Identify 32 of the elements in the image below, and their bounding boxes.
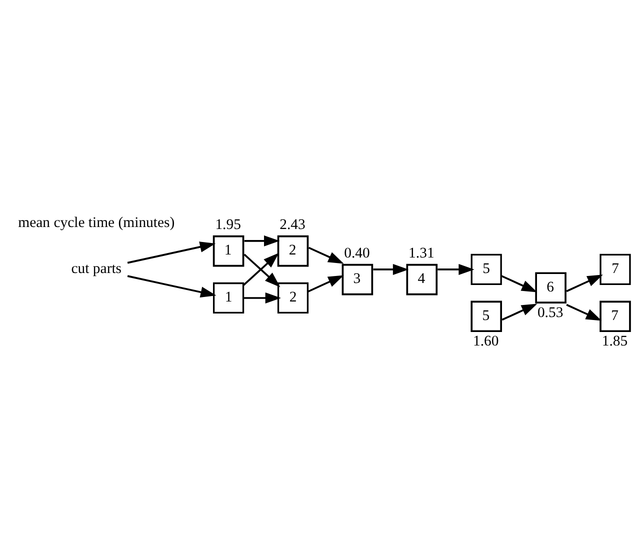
node-label: 1.31	[408, 244, 434, 261]
node-text: cut parts	[71, 260, 122, 276]
arrow	[438, 263, 474, 274]
node-box: 7	[600, 300, 631, 332]
node-label: 2.43	[280, 216, 306, 232]
node-label: 1.60	[473, 333, 499, 350]
arrow	[307, 274, 344, 292]
node-box: 5	[470, 253, 502, 285]
node-box: 1	[212, 282, 244, 314]
label: mean cycle time (minutes)	[18, 214, 175, 230]
node-box: 3	[342, 263, 374, 295]
node-box: 1	[212, 234, 244, 266]
node-label: 0.53	[537, 304, 564, 321]
arrow	[502, 303, 538, 320]
arrow	[566, 274, 603, 292]
node-box: 2	[277, 234, 309, 266]
node-box: 5	[470, 300, 502, 332]
node-box: 7	[600, 253, 631, 285]
arrow	[373, 263, 409, 274]
arrow	[500, 274, 538, 292]
arrow	[243, 292, 281, 303]
arrow	[127, 274, 216, 298]
arrow	[566, 303, 602, 320]
arrow	[127, 241, 216, 264]
node-label: 1.85	[602, 333, 628, 350]
arrow	[244, 234, 280, 246]
arrow	[308, 246, 344, 264]
node-box: 6	[535, 272, 566, 304]
node-label: 1.95	[215, 216, 241, 232]
node-box: 4	[406, 263, 438, 295]
node-box: 2	[277, 282, 309, 314]
node-label: 0.40	[344, 244, 370, 261]
